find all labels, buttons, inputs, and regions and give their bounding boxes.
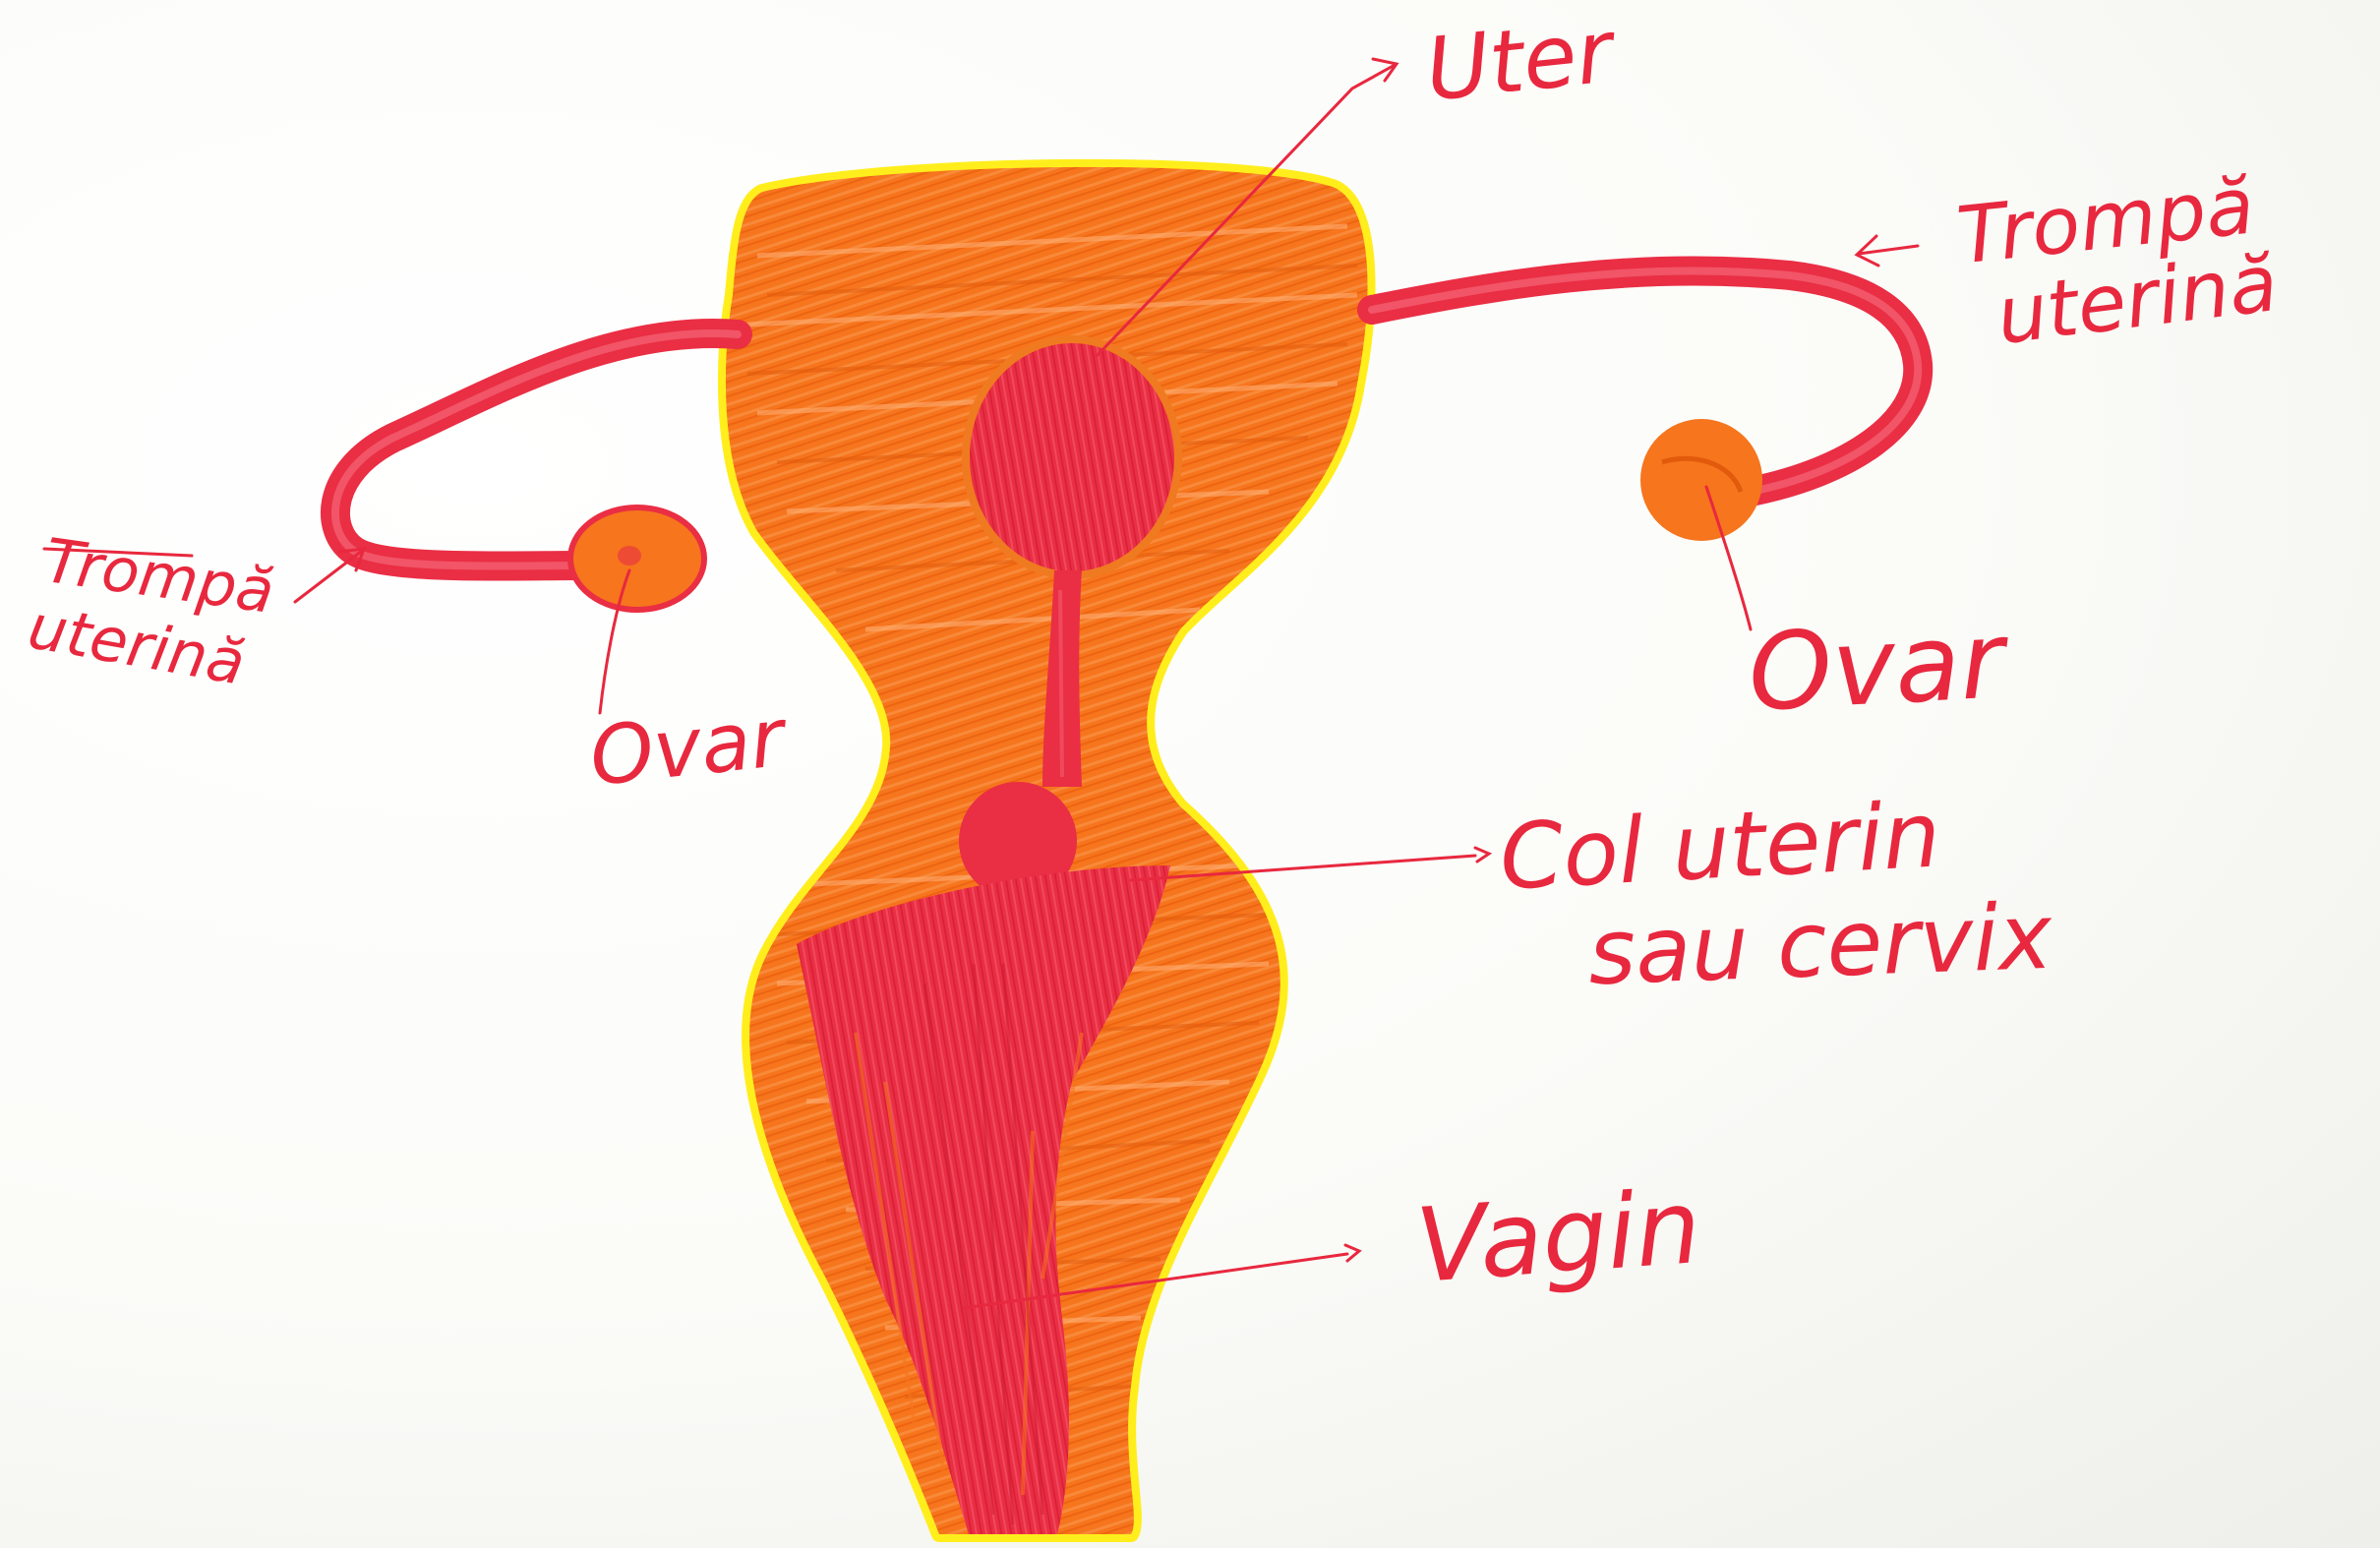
- label-col-2: sau cervix: [1587, 892, 2053, 998]
- pointer-trompa-right: [1857, 236, 1918, 266]
- label-ovar-left: Ovar: [586, 698, 788, 799]
- pointer-trompa-left: [295, 549, 364, 602]
- ovary-left: [570, 507, 704, 610]
- label-ovar-right: Ovar: [1746, 608, 2006, 727]
- label-uter: Uter: [1422, 8, 1616, 113]
- label-col-1: Col uterin: [1498, 790, 1942, 903]
- label-vagin: Vagin: [1413, 1175, 1704, 1297]
- ovary-right: [1640, 419, 1762, 541]
